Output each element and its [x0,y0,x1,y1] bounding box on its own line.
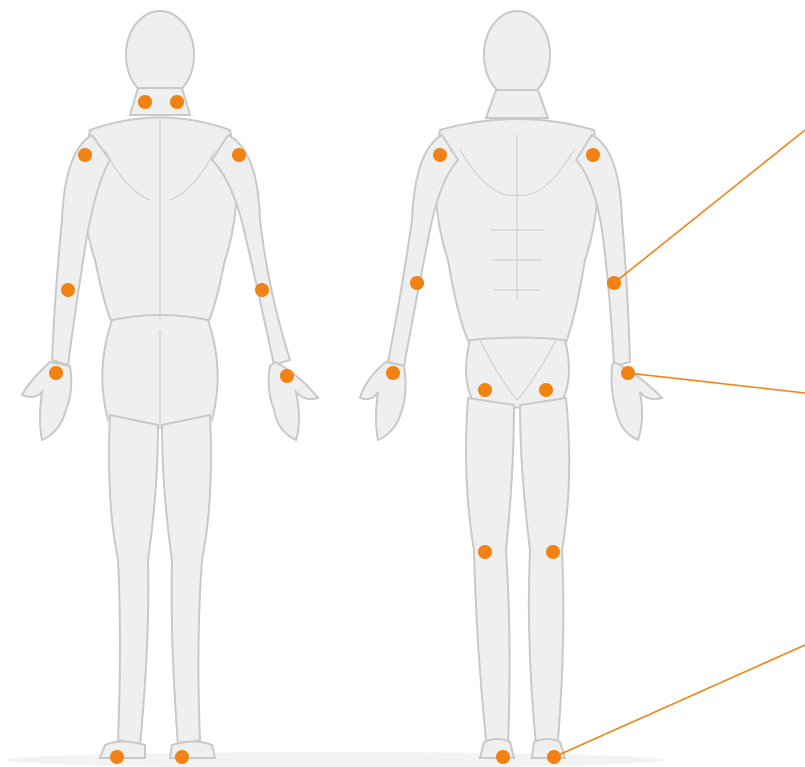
front-shoulder-left-point[interactable] [433,148,447,162]
front-ankle-right-point[interactable] [547,750,561,764]
front-hip-left-point[interactable] [478,383,492,397]
back-elbow-right-point[interactable] [255,283,269,297]
front-head [484,11,550,99]
back-neck-right-point[interactable] [170,95,184,109]
back-wrist-right-point[interactable] [280,369,294,383]
back-neck-left-point[interactable] [138,95,152,109]
front-left-leg [466,398,514,745]
callout-line-elbow-right [614,130,805,283]
front-elbow-left-point[interactable] [410,276,424,290]
back-wrist-left-point[interactable] [49,366,63,380]
back-right-leg [162,415,211,745]
front-elbow-right-point[interactable] [607,276,621,290]
front-shoulder-right-point[interactable] [586,148,600,162]
front-neck [486,90,548,118]
back-ankle-left-point[interactable] [110,750,124,764]
front-right-leg [520,398,569,745]
front-knee-right-point[interactable] [546,545,560,559]
front-view-figure [360,11,662,758]
front-wrist-left-point[interactable] [386,366,400,380]
back-elbow-left-point[interactable] [61,283,75,297]
front-hip-right-point[interactable] [539,383,553,397]
back-left-hand [22,362,71,440]
back-shoulder-right-point[interactable] [232,148,246,162]
front-pelvis [466,338,569,408]
back-head [126,11,194,99]
front-knee-left-point[interactable] [478,545,492,559]
back-view-figure [22,11,318,758]
callout-line-ankle-right [554,645,805,757]
back-ankle-right-point[interactable] [175,750,189,764]
back-shoulder-left-point[interactable] [78,148,92,162]
front-wrist-right-point[interactable] [621,366,635,380]
back-left-leg [109,415,158,745]
front-ankle-left-point[interactable] [496,750,510,764]
